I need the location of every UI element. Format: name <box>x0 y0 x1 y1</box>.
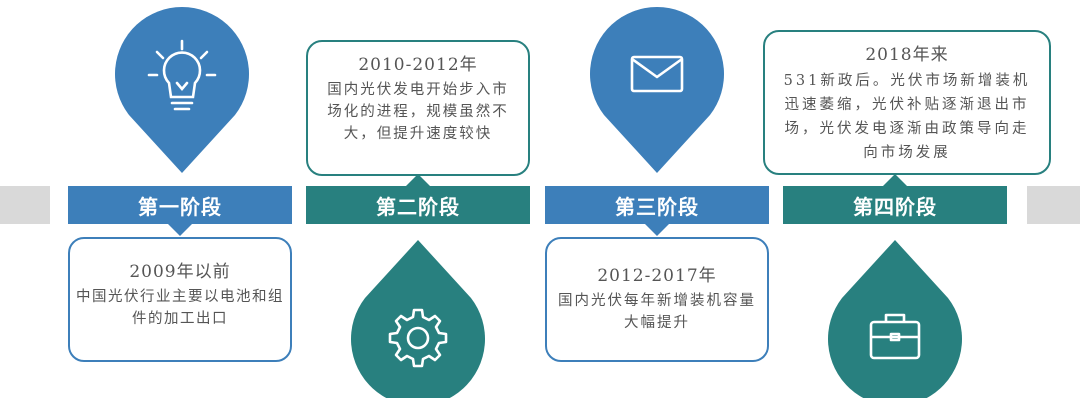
stage-4-drop <box>828 240 962 398</box>
stage-2-year: 2010-2012年 <box>358 55 478 75</box>
stage-1-year: 2009年以前 <box>129 262 231 282</box>
stage-4-card: 2018年来 531新政后。光伏市场新增装机迅速萎缩，光伏补贴逐渐退出市场，光伏… <box>763 30 1051 175</box>
stage-4-pointer <box>883 174 907 186</box>
stage-4-desc: 531新政后。光伏市场新增装机迅速萎缩，光伏补贴逐渐退出市场，光伏发电逐渐由政策… <box>783 73 1031 161</box>
stage-1-drop <box>115 7 249 173</box>
timeline-right-cap <box>1027 186 1080 224</box>
timeline-left-cap <box>0 186 50 224</box>
stage-4-label: 第四阶段 <box>783 186 1007 224</box>
envelope-icon <box>630 55 684 93</box>
stage-2-drop <box>351 240 485 398</box>
stage-1-desc: 中国光伏行业主要以电池和组件的加工出口 <box>76 289 284 327</box>
lightbulb-icon <box>147 39 217 111</box>
gear-icon <box>388 308 448 368</box>
stage-3-card: 2012-2017年 国内光伏每年新增装机容量大幅提升 <box>545 237 769 362</box>
stage-2-pointer <box>406 174 430 186</box>
stage-2-desc: 国内光伏发电开始步入市场化的进程，规模虽然不大，但提升速度较快 <box>327 82 509 142</box>
stage-3-label: 第三阶段 <box>545 186 769 224</box>
stage-3-year: 2012-2017年 <box>597 266 717 286</box>
stage-2-label: 第二阶段 <box>306 186 530 224</box>
stage-1-card: 2009年以前 中国光伏行业主要以电池和组件的加工出口 <box>68 237 292 362</box>
stage-4-year: 2018年来 <box>865 45 949 65</box>
briefcase-icon <box>869 313 921 360</box>
stage-3-desc: 国内光伏每年新增装机容量大幅提升 <box>558 293 756 331</box>
stage-3-pointer <box>645 224 669 236</box>
stage-2-card: 2010-2012年 国内光伏发电开始步入市场化的进程，规模虽然不大，但提升速度… <box>306 40 530 176</box>
stage-1-label: 第一阶段 <box>68 186 292 224</box>
stage-1-pointer <box>168 224 192 236</box>
stage-3-drop <box>590 7 724 173</box>
